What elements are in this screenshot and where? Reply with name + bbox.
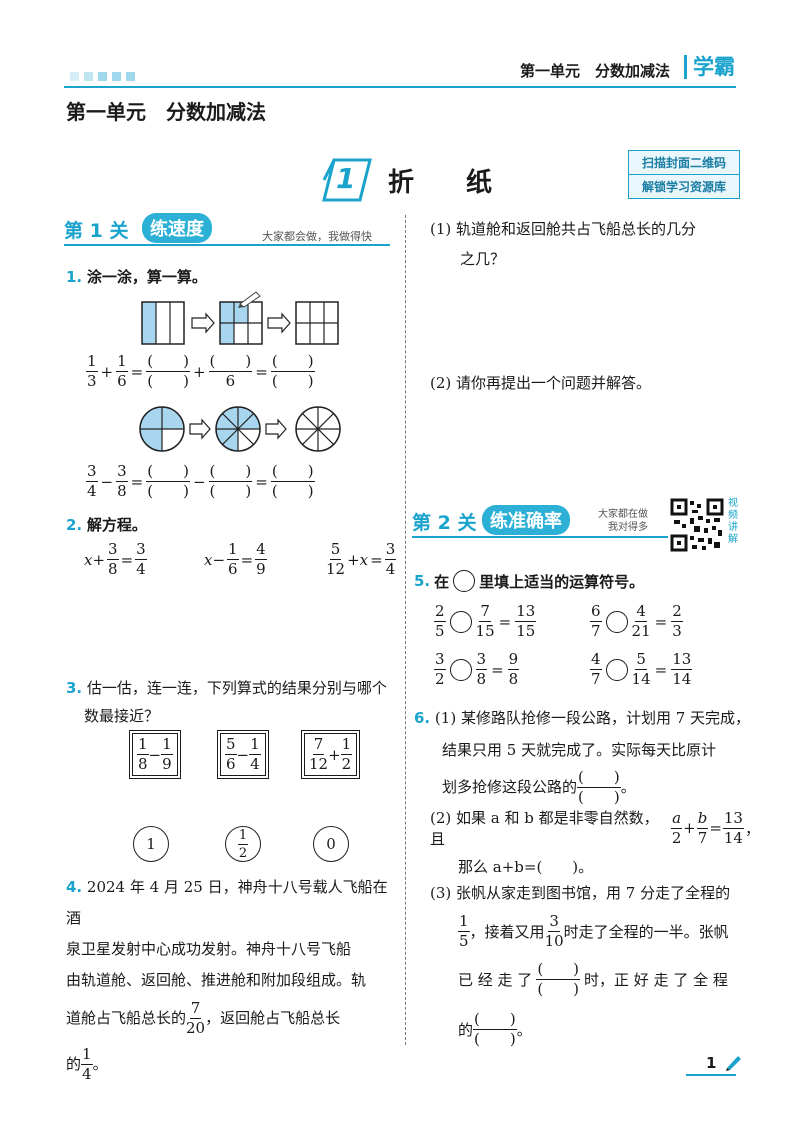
header-decoration — [70, 66, 140, 85]
level2-slogan: 大家都在做 我对得多 — [598, 509, 648, 533]
lesson-number-badge — [322, 158, 372, 202]
q3-target-1[interactable]: 1 — [133, 826, 169, 862]
column-divider — [405, 215, 406, 1045]
answer-blank[interactable]: ( )( ) — [536, 959, 581, 998]
answer-blank[interactable]: ( )( ) — [577, 767, 621, 806]
level1-label: 第 1 关 — [64, 220, 129, 242]
header-unit: 第一单元 分数加减法 — [520, 62, 671, 80]
level1-title: 练速度 — [142, 213, 212, 243]
answer-blank[interactable]: ( )( ) — [270, 462, 315, 500]
operator-blank[interactable] — [449, 610, 472, 633]
scan-line-2: 解锁学习资源库 — [641, 180, 726, 194]
answer-blank[interactable]: ( )( ) — [146, 462, 190, 500]
scan-resource-box: 扫描封面二维码 解锁学习资源库 — [628, 150, 740, 199]
q2-prompt: 2. 解方程。 — [66, 516, 147, 534]
pencil-icon — [726, 1056, 741, 1071]
operator-blank[interactable] — [449, 658, 472, 681]
page-title: 第一单元 分数加减法 — [66, 100, 266, 124]
q4-sub1: (1) 轨道舱和返回舱共占飞船总长的几分 之几？ — [430, 220, 697, 268]
q4-sub2: (2) 请你再提出一个问题并解答。 — [430, 374, 652, 392]
pencil-icon — [238, 291, 261, 308]
level1-slogan: 大家都会做，我做得快 — [262, 230, 372, 243]
footer-rule — [686, 1074, 736, 1076]
q1-circle-diagrams — [139, 406, 341, 452]
q6-part2-answer[interactable]: 那么 a+b=( )。 — [458, 858, 594, 876]
level2-label: 第 2 关 — [412, 512, 477, 534]
level2-underline — [412, 536, 668, 538]
operator-circle-icon — [453, 570, 476, 592]
operator-blank[interactable] — [605, 658, 628, 681]
scan-line-1: 扫描封面二维码 — [629, 151, 739, 175]
page-number: 1 — [706, 1054, 717, 1072]
operator-blank[interactable] — [605, 610, 628, 633]
q4-text: 4. 2024 年 4 月 25 日，神舟十八号载人飞船在酒 泉卫星发射中心成功… — [66, 878, 388, 1083]
brand-logo: 学霸 — [684, 55, 735, 79]
qr-code-icon[interactable] — [670, 498, 724, 552]
answer-blank[interactable]: ( )( ) — [146, 352, 190, 390]
answer-blank[interactable]: ( )( ) — [473, 1009, 517, 1048]
lesson-number: 1 — [336, 162, 356, 195]
level1-underline — [64, 244, 390, 246]
level2-title: 练准确率 — [482, 505, 570, 535]
header-rule — [64, 86, 736, 88]
answer-blank[interactable]: ( )6 — [208, 352, 253, 390]
answer-blank[interactable]: ( )( ) — [208, 462, 253, 500]
q3-target-0[interactable]: 0 — [313, 826, 349, 862]
lesson-title: 折 纸 — [388, 168, 493, 198]
q5-prompt: 5. 在 里填上适当的运算符号。 — [414, 570, 645, 592]
video-explain-label: 视频讲解 — [728, 498, 738, 545]
q1-prompt: 1. 涂一涂，算一算。 — [66, 268, 207, 286]
q6-part1: 6. (1) 某修路队抢修一段公路，计划用 7 天完成， 结果只用 5 天就完成… — [414, 709, 751, 806]
q3-prompt: 3. 估一估，连一连，下列算式的结果分别与哪个 数最接近？ — [66, 679, 387, 725]
answer-blank[interactable]: ( )( ) — [270, 352, 315, 390]
